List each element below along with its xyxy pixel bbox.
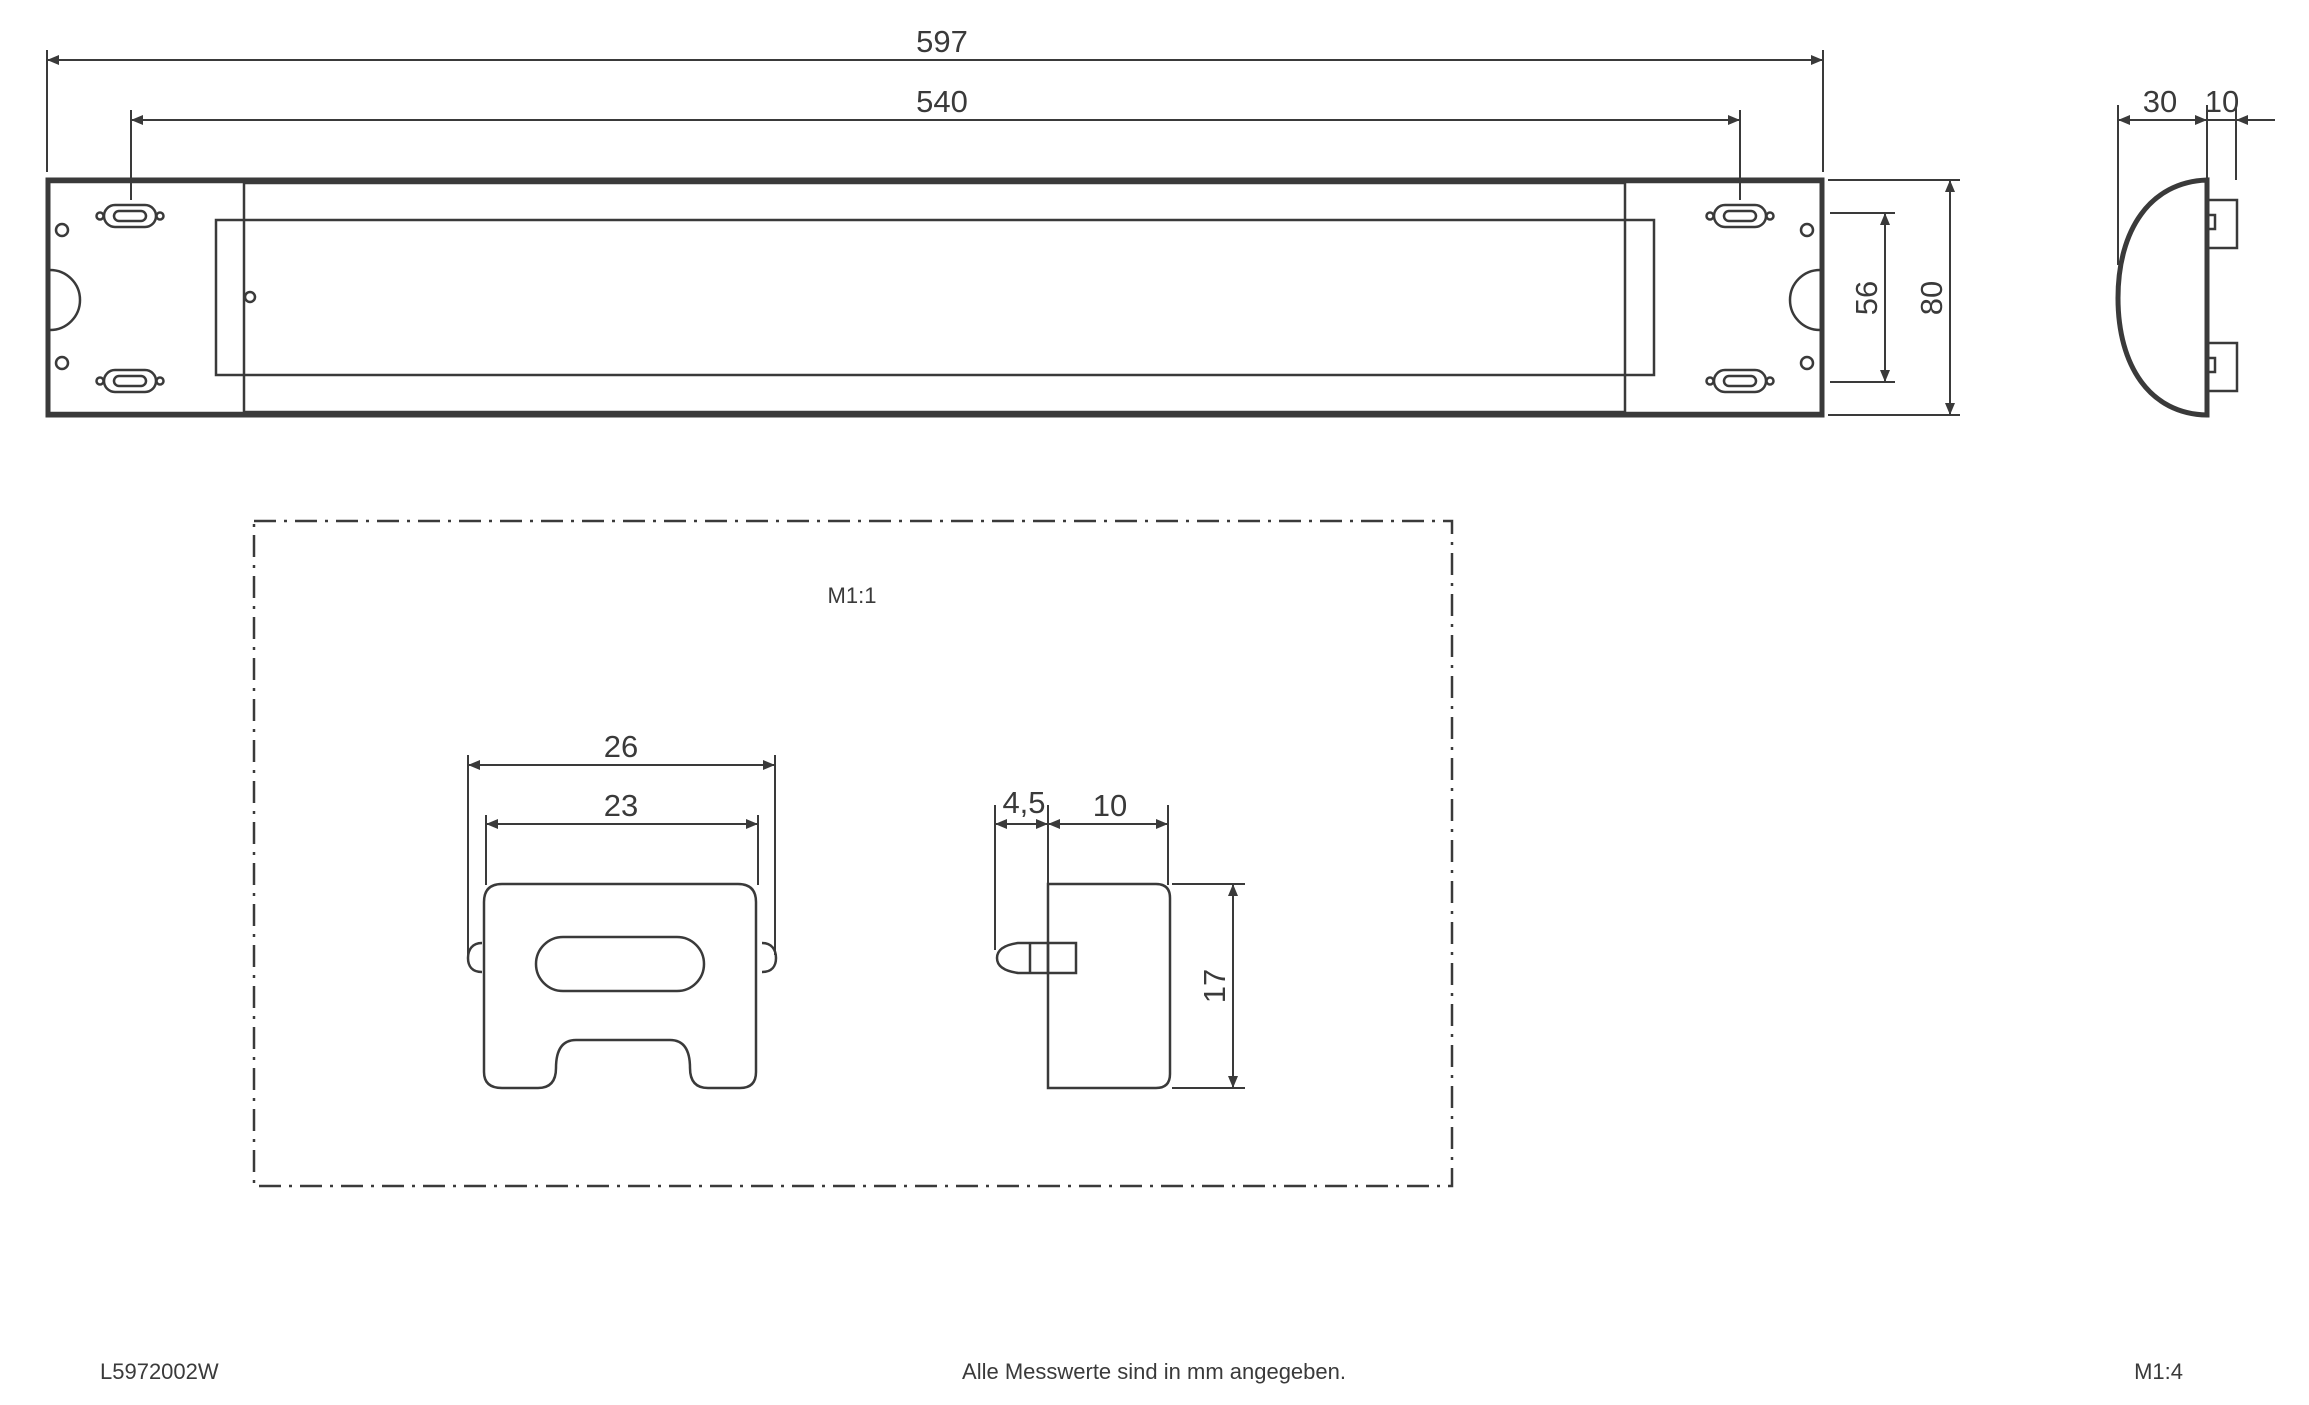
luminaire-outline <box>45 177 1825 418</box>
end-cutout-right <box>1788 268 1821 332</box>
mounting-clip-icon <box>1705 203 1775 229</box>
side-view: 30 10 <box>2115 84 2275 418</box>
units-note: Alle Messwerte sind in mm angegeben. <box>962 1359 1346 1384</box>
dim-overall-height: 80 <box>1914 281 1949 315</box>
mounting-clip-icon <box>95 203 165 229</box>
mounting-clip-front-icon <box>466 882 778 1090</box>
side-dim-body: 10 <box>1093 788 1127 823</box>
dim-inner-height: 56 <box>1849 281 1884 315</box>
detail-frame <box>252 519 1454 1188</box>
clip-dim-inner: 23 <box>604 788 638 823</box>
top-view: 597 540 <box>45 24 1960 418</box>
mounting-clip-side-icon <box>995 882 1172 1090</box>
diffuser-panel <box>214 218 1656 377</box>
footer: L5972002W Alle Messwerte sind in mm ange… <box>100 1359 2183 1384</box>
screw-hole <box>243 290 257 304</box>
end-cap-lug <box>2205 198 2239 393</box>
article-number: L5972002W <box>100 1359 219 1384</box>
profile-outline <box>2115 177 2210 418</box>
dim-depth: 30 <box>2143 84 2177 119</box>
drawing-scale: M1:4 <box>2134 1359 2183 1384</box>
mounting-clip-icon <box>95 368 165 394</box>
end-cutout-left <box>49 268 82 332</box>
detail-scale-label: M1:1 <box>828 583 877 608</box>
dim-mounting-length: 540 <box>916 84 968 119</box>
mounting-clip-icon <box>1705 368 1775 394</box>
end-cap-right <box>1623 180 1823 415</box>
dim-overall-length: 597 <box>916 24 968 59</box>
side-dim-pin: 4,5 <box>1002 785 1045 820</box>
detail-view: M1:1 26 23 4,5 10 1 <box>252 519 1454 1188</box>
dim-offset: 10 <box>2205 84 2239 119</box>
clip-dim-outer: 26 <box>604 729 638 764</box>
side-dim-height: 17 <box>1197 969 1232 1003</box>
